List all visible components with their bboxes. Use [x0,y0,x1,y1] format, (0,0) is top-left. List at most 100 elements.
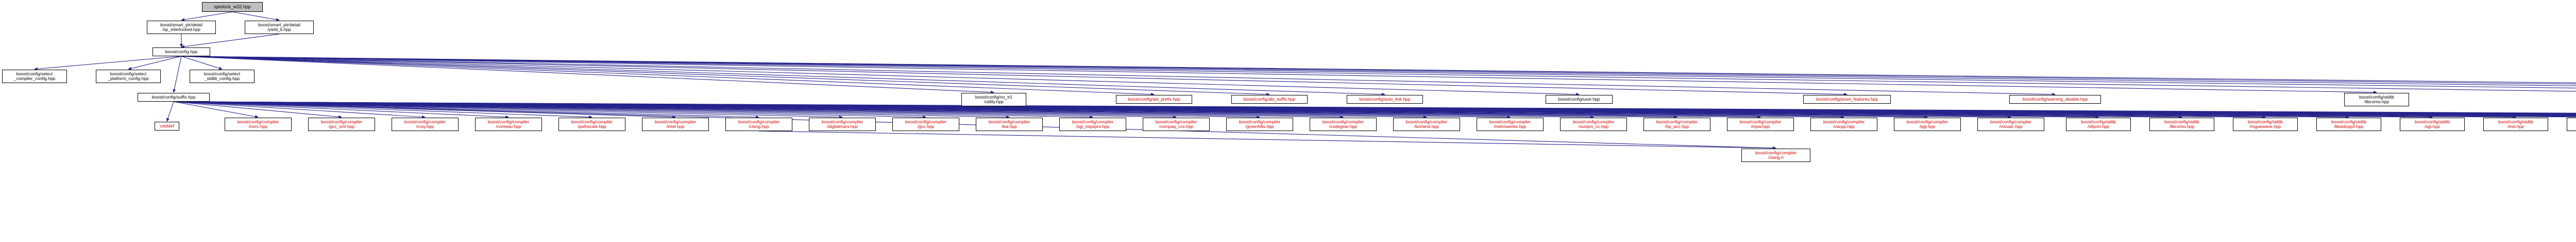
graph-edge [173,56,182,93]
graph-node[interactable]: boost/config/select _platform_config.hpp [96,70,161,83]
graph-edge [173,101,1010,119]
graph-node[interactable]: boost/config/compiler /clang.hpp [725,118,792,131]
graph-edge [173,101,2266,119]
graph-edge [173,101,2576,115]
graph-node[interactable]: boost/config/posix_features.hpp [1803,95,1891,104]
graph-node[interactable]: boost/config/select _stdlib_config.hpp [190,70,255,83]
graph-edge [181,56,2056,96]
graph-edge [34,56,182,71]
graph-node[interactable]: boost/config/compiler /clang.h [1741,149,1810,162]
graph-node[interactable]: boost/config/suffix.hpp [138,93,210,102]
graph-node[interactable]: boost/config/compiler /sunpro_cc.hpp [1560,118,1627,131]
graph-edge [181,56,1580,96]
graph-node[interactable]: boost/config/compiler /compaq_cxx.hpp [1143,118,1210,131]
graph-node[interactable]: boost/config.hpp [152,47,210,56]
graph-node[interactable]: boost/config/compiler /gcc.hpp [892,118,959,131]
graph-edge [173,101,2433,119]
graph-node[interactable]: boost/config/compiler /kai.hpp [976,118,1043,131]
graph-edge [173,101,2516,119]
graph-edge [181,56,1385,96]
graph-edge [181,56,223,70]
graph-edge [181,56,2377,94]
graph-edge [181,34,280,49]
graph-edge [181,56,994,94]
graph-node[interactable]: boost/config/compiler /pathscale.hpp [558,118,625,131]
graph-node[interactable]: boost/config/compiler /sgi_mipspro.hpp [1059,118,1126,131]
graph-edge [173,101,1511,119]
graph-edge [181,56,2576,86]
graph-node[interactable]: boost/config/stdlib /sgi.hpp [2400,118,2465,131]
graph-edge [173,101,2576,114]
graph-node[interactable]: boost/config/compiler /vacpp.hpp [1810,118,1877,131]
graph-node[interactable]: boost/config/stdlib /msl.hpp [2483,118,2548,131]
graph-edge [173,101,2576,114]
graph-node[interactable]: boost/config/compiler /hp_acc.hpp [1643,118,1710,131]
graph-edge [173,101,2576,114]
graph-edge [173,101,1677,119]
graph-edge [173,101,2576,117]
graph-edge [173,101,2182,119]
graph-node[interactable]: boost/config/compiler /digitalmars.hpp [809,118,876,131]
graph-edge [181,56,1155,96]
graph-node[interactable]: boost/config/stdlib /libcomo.hpp [2149,118,2214,131]
graph-edge [173,101,843,119]
graph-edge [173,101,2349,119]
graph-node[interactable]: boost/config/compiler /cray.hpp [392,118,459,131]
graph-node[interactable]: spinlock_w32.hpp [202,2,263,12]
graph-edge [173,101,342,119]
graph-node[interactable]: boost/config/select _compiler_config.hpp [2,70,67,83]
graph-edge [173,101,1260,119]
graph-node[interactable]: boost/config/compiler /greenhills.hpp [1226,118,1293,131]
graph-node[interactable]: boost/config/auto_link.hpp [1347,95,1423,104]
graph-node[interactable]: boost/config/compiler /gcc_xml.hpp [308,118,375,131]
graph-node[interactable]: boost/smart_ptr/detail /sp_interlocked.h… [147,21,216,34]
graph-edge [173,101,2576,117]
graph-node[interactable]: boost/config/compiler /comeau.hpp [475,118,542,131]
graph-node[interactable]: boost/config/stdlib /vacpp.hpp [2567,118,2576,131]
graph-node[interactable]: boost/config/compiler /metrowerks.hpp [1477,118,1544,131]
graph-node[interactable]: boost/config/stdlib /libstdcpp3.hpp [2316,118,2381,131]
graph-node[interactable]: boost/config/warning_disable.hpp [2009,95,2101,104]
graph-edge [173,101,759,119]
graph-edge [173,101,2576,116]
graph-edge [181,56,2576,85]
graph-edge [173,101,1344,119]
graph-node[interactable]: boost/config/compiler /mpw.hpp [1727,118,1794,131]
graph-edge [173,101,2011,119]
graph-edge [173,101,1093,119]
graph-node[interactable]: boost/config/compiler /nvcc.hpp [225,118,292,131]
graph-node[interactable]: boost/config/abi_suffix.hpp [1231,95,1308,104]
graph-edge [166,101,174,122]
graph-node[interactable]: boost/config/no_tr1 /utility.hpp [961,93,1026,106]
graph-edge [181,11,233,22]
graph-edge [758,131,1776,150]
graph-edge [173,101,926,119]
graph-node[interactable]: boost/config/stdlib /stlport.hpp [2066,118,2131,131]
graph-node[interactable]: cstddef [155,122,179,131]
graph-edge [173,101,426,119]
graph-edge [173,101,1427,119]
graph-node[interactable]: boost/config/abi_prefix.hpp [1116,95,1192,104]
graph-node[interactable]: boost/config/stdlib /libcomo.hpp [2344,93,2409,106]
graph-edge [232,11,280,21]
graph-edge [173,101,592,119]
graph-edge [181,56,2576,89]
graph-node[interactable]: boost/config/stdlib /roguewave.hpp [2233,118,2298,131]
graph-edge [181,56,1270,96]
graph-node[interactable]: boost/config/compiler /borland.hpp [1393,118,1460,131]
graph-node[interactable]: boost/config/compiler /visualc.hpp [1977,118,2044,131]
graph-node[interactable]: boost/config/compiler /codegear.hpp [1310,118,1377,131]
graph-node[interactable]: boost/config/compiler /intel.hpp [642,118,709,131]
graph-edge [173,101,676,119]
graph-edge [173,101,2576,115]
graph-node[interactable]: boost/smart_ptr/detail /yield_k.hpp [245,21,314,34]
graph-node[interactable]: boost/config/user.hpp [1546,95,1613,104]
graph-node[interactable]: boost/config/compiler /pgi.hpp [1894,118,1961,131]
graph-edge [173,101,259,118]
graph-edge [181,56,2576,92]
graph-edge [173,101,2099,119]
graph-edge [181,56,2576,84]
graph-edge [173,101,509,119]
graph-edge [173,101,2576,118]
